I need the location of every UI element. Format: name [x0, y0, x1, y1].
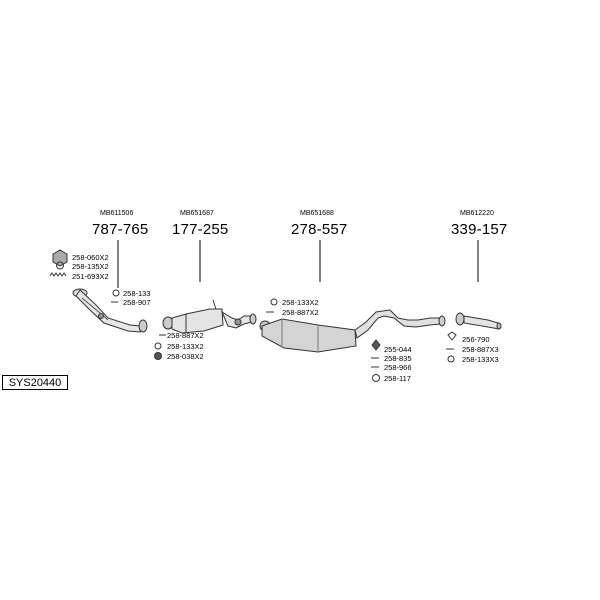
- hardware-part[interactable]: 258-038X2: [167, 352, 204, 361]
- oem-number: MB611506: [100, 210, 134, 217]
- nut-icon-2: [154, 352, 162, 360]
- section-part-number[interactable]: 339-157: [451, 221, 508, 238]
- hardware-part[interactable]: 258-117: [384, 374, 411, 383]
- hardware-part[interactable]: 258-060X2: [72, 253, 109, 262]
- hardware-part[interactable]: 258-133X2: [282, 298, 319, 307]
- hardware-part[interactable]: 258-966: [384, 363, 412, 372]
- oem-number: MB651688: [300, 210, 334, 217]
- washer-icon-5: [372, 374, 380, 382]
- washer-icon-4: [270, 298, 278, 306]
- hardware-part[interactable]: 255-044: [384, 345, 412, 354]
- middle-silencer: [162, 299, 257, 334]
- section-part-number[interactable]: 177-255: [172, 221, 229, 238]
- hardware-part[interactable]: 258-887X3: [462, 345, 499, 354]
- section-part-number[interactable]: 787-765: [92, 221, 149, 238]
- hardware-part[interactable]: 258-135X2: [72, 262, 109, 271]
- hardware-part[interactable]: 256-790: [462, 335, 490, 344]
- hardware-part[interactable]: 258-133X2: [167, 342, 204, 351]
- hardware-part[interactable]: 258-887X2: [282, 308, 319, 317]
- washer-icon: [56, 261, 64, 270]
- rear-silencer: [259, 309, 446, 353]
- hardware-part[interactable]: 258-133X3: [462, 355, 499, 364]
- washer-icon-2: [112, 289, 120, 297]
- washer-icon-6: [447, 355, 455, 363]
- washer-icon-3: [154, 342, 162, 350]
- section-part-number[interactable]: 278-557: [291, 221, 348, 238]
- nut-icon: [52, 249, 68, 267]
- oem-number: MB612220: [460, 210, 494, 217]
- oem-number: MB651687: [180, 210, 214, 217]
- hardware-part[interactable]: 258-133: [123, 289, 151, 298]
- hardware-part[interactable]: 258-887X2: [167, 331, 204, 340]
- mount-icon: [371, 339, 381, 351]
- system-code-label: SYS20440: [2, 375, 68, 390]
- hardware-part[interactable]: 258-835: [384, 354, 412, 363]
- hardware-part[interactable]: 251-693X2: [72, 272, 109, 281]
- front-pipe: [72, 288, 148, 333]
- gasket-icon: [447, 331, 457, 341]
- hardware-part[interactable]: 258-907: [123, 298, 151, 307]
- tail-pipe: [455, 312, 502, 330]
- spring-icon: [49, 272, 67, 277]
